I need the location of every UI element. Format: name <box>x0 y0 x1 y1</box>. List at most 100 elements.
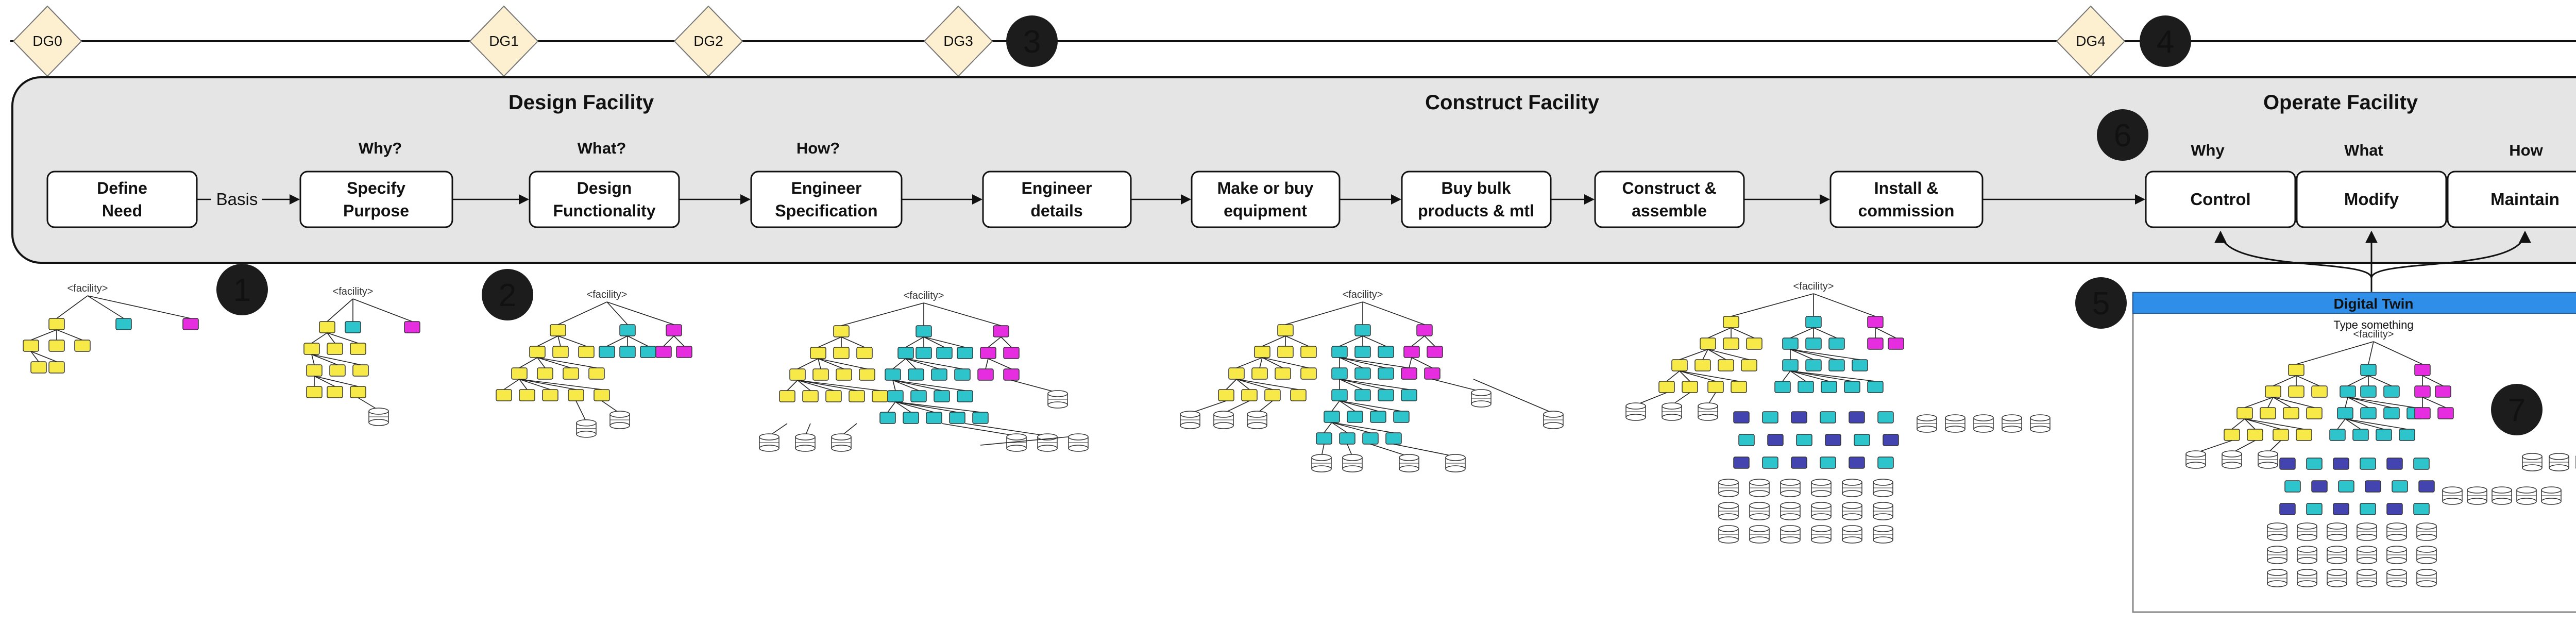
tree-edge <box>87 295 191 319</box>
step-label-line2: Need <box>102 201 142 220</box>
tree-node <box>1401 389 1417 401</box>
badge-5: 5 <box>2075 277 2127 329</box>
tree-edge <box>557 335 561 347</box>
tree-node <box>1733 456 1750 469</box>
tree-node <box>306 364 323 377</box>
tree-edge <box>1001 336 1012 348</box>
tree-node <box>949 412 965 424</box>
question-why: Why? <box>359 139 402 157</box>
tree-edge <box>1331 422 1394 433</box>
twin-feedback-arrows <box>2214 230 2531 293</box>
tree-node <box>2437 407 2454 419</box>
tree-edge <box>905 336 924 348</box>
tree-edge <box>905 358 963 369</box>
tree-edge <box>797 380 834 391</box>
tree-edge <box>314 376 359 387</box>
tree-edge <box>1813 327 1837 339</box>
asset-cylinder <box>2522 453 2543 471</box>
tree-node <box>655 346 672 358</box>
asset-cylinder <box>1625 402 1646 421</box>
tree-node <box>1370 411 1386 423</box>
tree-edge <box>892 380 942 391</box>
tree-edge <box>2231 418 2245 430</box>
step-install-commission: Install & commission <box>1829 171 1984 228</box>
tree-edge <box>1236 379 1250 390</box>
badge-6-label: 6 <box>2114 118 2131 154</box>
tree-node <box>2279 458 2296 470</box>
step-label-line2: Purpose <box>343 201 409 220</box>
tree-node <box>1277 324 1294 336</box>
asset-cylinder <box>1842 479 1862 497</box>
tree-node <box>1849 456 1865 469</box>
tree-edge <box>2347 397 2415 408</box>
asset-cylinder <box>1718 502 1739 520</box>
tree-edge <box>905 358 917 369</box>
tree-node <box>2413 458 2430 470</box>
tree-node <box>2392 480 2408 493</box>
tree-edge <box>2347 375 2369 386</box>
tree-node <box>993 325 1009 337</box>
tree-edge <box>575 400 587 422</box>
tree-edge <box>1339 335 1363 347</box>
operate-maintain-label: Maintain <box>2490 190 2560 209</box>
tree-node <box>812 368 829 381</box>
tree-root-label: <facility> <box>67 283 108 294</box>
tree-edge <box>519 379 528 390</box>
tree-node <box>1782 359 1799 371</box>
tree-node <box>74 340 91 352</box>
step-label-line1: Specify <box>347 179 405 197</box>
tree-node <box>1820 411 1836 424</box>
asset-cylinder <box>1543 411 1564 429</box>
asset-cylinder <box>2416 522 2437 541</box>
tree-edge <box>1370 444 1410 457</box>
asset-cylinder <box>2357 546 2377 564</box>
digital-twin-placeholder[interactable]: Type something <box>2333 318 2413 331</box>
tree-edge <box>895 401 958 413</box>
tree-edge <box>2267 397 2274 408</box>
tree-node <box>1791 456 1807 469</box>
tree-edge <box>1362 301 1425 325</box>
tree-edge <box>797 380 857 391</box>
tree-edge <box>1362 335 1386 347</box>
tree-edge <box>1393 444 1456 457</box>
tree-edge <box>2273 375 2297 386</box>
tree-node <box>48 340 65 352</box>
tree-node <box>1424 367 1440 380</box>
tree-node <box>859 368 875 381</box>
tree-edge <box>1409 357 1412 368</box>
tree-edge <box>2347 397 2392 408</box>
asset-cylinder <box>1311 454 1332 472</box>
tree-node <box>1805 337 1822 350</box>
tree-edge <box>606 301 674 325</box>
tree-node <box>1658 381 1675 393</box>
tree-node <box>329 364 346 377</box>
tree-node <box>1331 389 1348 401</box>
tree-edge <box>311 354 338 365</box>
tree-edge <box>2296 375 2320 386</box>
tree-root-label: <facility> <box>1343 289 1383 300</box>
badge-2: 2 <box>482 269 533 320</box>
tree-node <box>1378 367 1394 380</box>
tree-edge <box>1331 422 1348 433</box>
tree-edge <box>2347 397 2369 408</box>
tree-node <box>972 412 989 424</box>
asset-cylinder <box>2442 486 2463 505</box>
tree-node <box>1362 432 1379 445</box>
tree-node <box>833 325 850 337</box>
badge-5-label: 5 <box>2092 286 2110 322</box>
asset-cylinder <box>1873 525 1893 544</box>
digital-twin-title: Digital Twin <box>2333 296 2413 312</box>
operate-modify-label: Modify <box>2344 190 2399 209</box>
tree-node <box>1241 389 1258 401</box>
badge-1: 1 <box>216 264 268 315</box>
tree-node <box>1852 359 1868 371</box>
step-buy-bulk: Buy bulk products & mtl <box>1401 171 1552 228</box>
asset-cylinder <box>2327 569 2347 587</box>
tree-node <box>879 412 896 424</box>
tree-node <box>954 368 971 381</box>
tree-node <box>1718 359 1734 371</box>
tree-node <box>1731 381 1747 393</box>
tree-edge <box>663 335 674 347</box>
tree-node <box>327 343 343 355</box>
